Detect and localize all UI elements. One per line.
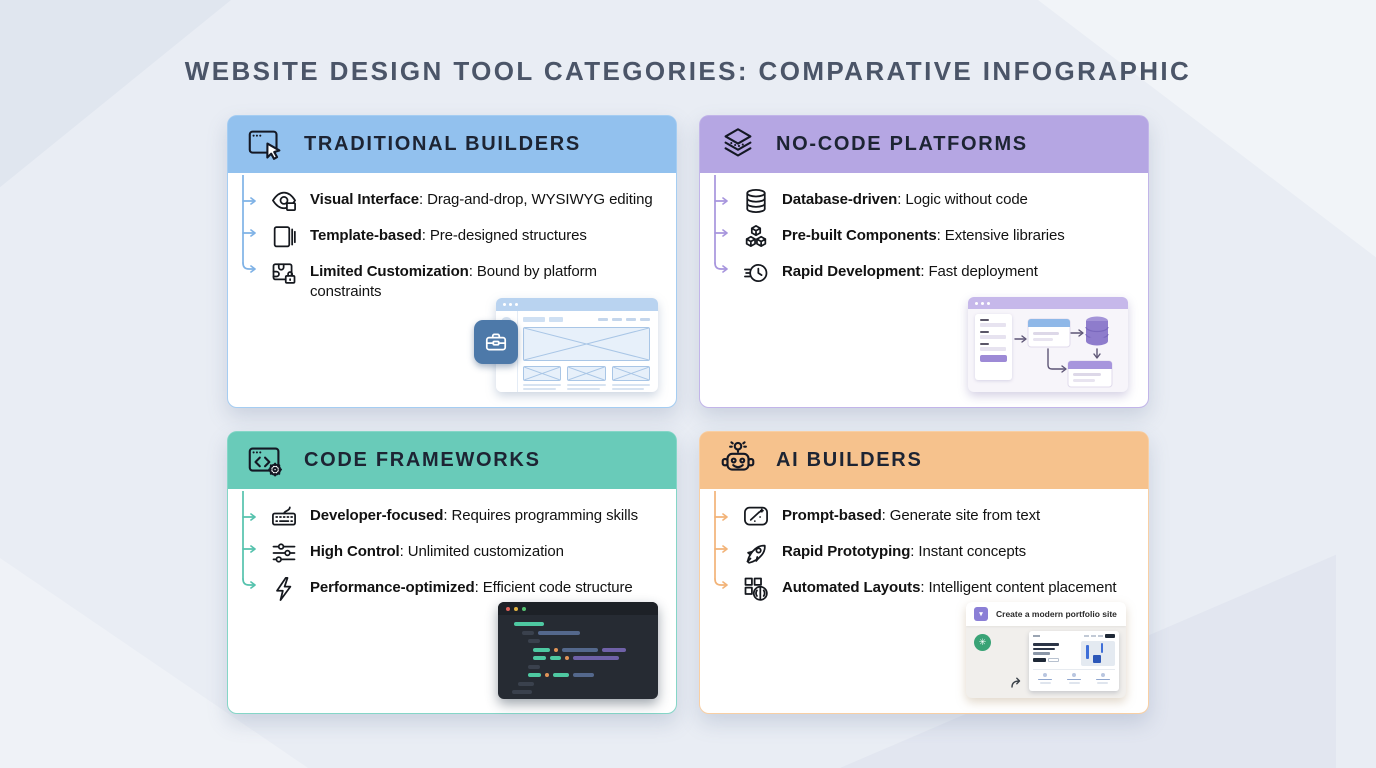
form-button bbox=[980, 355, 1007, 362]
connector-lines bbox=[714, 175, 728, 273]
feature-item: Performance-optimized: Efficient code st… bbox=[270, 574, 666, 604]
prompt-text: Create a modern portfolio site bbox=[996, 609, 1117, 619]
lightning-icon bbox=[276, 577, 292, 601]
keyboard-icon bbox=[272, 506, 296, 526]
database-icon bbox=[746, 189, 766, 213]
feature-text: Database-driven: Logic without code bbox=[782, 191, 1028, 208]
feature-item: Developer-focused: Requires programming … bbox=[270, 502, 666, 532]
feature-item: High Control: Unlimited customization bbox=[270, 538, 666, 568]
card-header: CODE FRAMEWORKS bbox=[228, 432, 676, 489]
connector-lines bbox=[242, 491, 256, 589]
browser-window bbox=[496, 298, 658, 392]
card-code-frameworks: CODE FRAMEWORKS Developer-focused: Requi… bbox=[227, 431, 677, 714]
ai-bot-avatar: ✳ bbox=[974, 634, 991, 651]
prompt-wand-icon bbox=[744, 506, 768, 526]
robot-bulb-icon bbox=[721, 440, 755, 471]
card-no-code-platforms: NO-CODE PLATFORMS Database-driven: Logic… bbox=[699, 115, 1149, 408]
sliders-icon bbox=[272, 543, 296, 563]
puzzle-lock-icon bbox=[272, 263, 296, 284]
feature-item: Rapid Development: Fast deployment bbox=[742, 258, 1138, 288]
feature-text: Automated Layouts: Intelligent content p… bbox=[782, 579, 1117, 596]
feature-item: Automated Layouts: Intelligent content p… bbox=[742, 574, 1138, 604]
card-title: CODE FRAMEWORKS bbox=[304, 449, 541, 471]
ai-chat-illustration: ▾ Create a modern portfolio site ✳ bbox=[966, 602, 1126, 698]
form-panel bbox=[975, 314, 1012, 380]
user-avatar: ▾ bbox=[974, 607, 988, 621]
components-cubes-icon bbox=[745, 225, 767, 247]
toolbox-badge bbox=[474, 320, 518, 364]
feature-text: Performance-optimized: Efficient code st… bbox=[310, 579, 633, 596]
page-title: WEBSITE DESIGN TOOL CATEGORIES: COMPARAT… bbox=[184, 56, 1192, 86]
card-body: Developer-focused: Requires programming … bbox=[228, 489, 676, 713]
stacked-templates-icon bbox=[273, 226, 296, 248]
generated-site-preview bbox=[1029, 631, 1119, 691]
flow-diagram bbox=[1014, 316, 1113, 388]
feature-text: Pre-built Components: Extensive librarie… bbox=[782, 227, 1065, 244]
feature-item: Limited Customization: Bound by platform… bbox=[270, 258, 666, 301]
feature-text: Prompt-based: Generate site from text bbox=[782, 507, 1041, 524]
card-traditional-builders: TRADITIONAL BUILDERS Visual Interface: D… bbox=[227, 115, 677, 408]
browser-cursor-icon bbox=[248, 130, 281, 160]
eye-icon bbox=[272, 191, 296, 211]
feature-text: Rapid Development: Fast deployment bbox=[782, 263, 1038, 280]
window-titlebar bbox=[968, 297, 1128, 309]
code-window-gear-icon bbox=[248, 447, 283, 477]
card-body: Visual Interface: Drag-and-drop, WYSIWYG… bbox=[228, 173, 676, 407]
feature-text: High Control: Unlimited customization bbox=[310, 543, 564, 560]
feature-item: Database-driven: Logic without code bbox=[742, 186, 1138, 216]
editor-titlebar bbox=[498, 602, 658, 615]
auto-layout-brain-icon bbox=[744, 577, 768, 601]
code-lines bbox=[498, 615, 658, 694]
browser-titlebar bbox=[496, 298, 658, 311]
share-arrow-icon bbox=[1011, 677, 1021, 688]
feature-item: Visual Interface: Drag-and-drop, WYSIWYG… bbox=[270, 186, 666, 216]
card-body: Prompt-based: Generate site from text Ra… bbox=[700, 489, 1148, 713]
browser-content bbox=[523, 317, 650, 390]
rapid-clock-icon bbox=[744, 263, 768, 283]
hero-placeholder bbox=[523, 327, 650, 361]
feature-text: Visual Interface: Drag-and-drop, WYSIWYG… bbox=[310, 191, 653, 208]
card-header: AI BUILDERS bbox=[700, 432, 1148, 489]
briefcase-icon bbox=[485, 333, 507, 351]
card-title: NO-CODE PLATFORMS bbox=[776, 133, 1028, 155]
card-header: NO-CODE PLATFORMS bbox=[700, 116, 1148, 173]
card-header: TRADITIONAL BUILDERS bbox=[228, 116, 676, 173]
wireframe-browser-illustration bbox=[474, 298, 658, 392]
card-title: TRADITIONAL BUILDERS bbox=[304, 133, 581, 155]
feature-text: Limited Customization: Bound by platform… bbox=[310, 263, 597, 300]
code-editor-illustration bbox=[498, 602, 658, 699]
feature-text: Rapid Prototyping: Instant concepts bbox=[782, 543, 1027, 560]
connector-lines bbox=[242, 175, 256, 273]
feature-list: Visual Interface: Drag-and-drop, WYSIWYG… bbox=[228, 173, 676, 301]
feature-list: Database-driven: Logic without code Pre-… bbox=[700, 173, 1148, 288]
prompt-bar: ▾ Create a modern portfolio site bbox=[966, 602, 1126, 626]
hero-image-placeholder bbox=[1081, 641, 1115, 666]
feature-text: Template-based: Pre-designed structures bbox=[310, 227, 587, 244]
card-title: AI BUILDERS bbox=[776, 449, 923, 471]
feature-text: Developer-focused: Requires programming … bbox=[310, 507, 639, 524]
rocket-icon bbox=[746, 544, 766, 564]
card-ai-builders: AI BUILDERS Prompt-based: Generate site … bbox=[699, 431, 1149, 714]
feature-item: Template-based: Pre-designed structures bbox=[270, 222, 666, 252]
layers-icon bbox=[724, 127, 752, 157]
workflow-illustration bbox=[968, 297, 1128, 392]
card-body: Database-driven: Logic without code Pre-… bbox=[700, 173, 1148, 407]
feature-item: Prompt-based: Generate site from text bbox=[742, 502, 1138, 532]
feature-item: Pre-built Components: Extensive librarie… bbox=[742, 222, 1138, 252]
connector-lines bbox=[714, 491, 728, 589]
feature-item: Rapid Prototyping: Instant concepts bbox=[742, 538, 1138, 568]
feature-list: Developer-focused: Requires programming … bbox=[228, 489, 676, 604]
feature-list: Prompt-based: Generate site from text Ra… bbox=[700, 489, 1148, 604]
